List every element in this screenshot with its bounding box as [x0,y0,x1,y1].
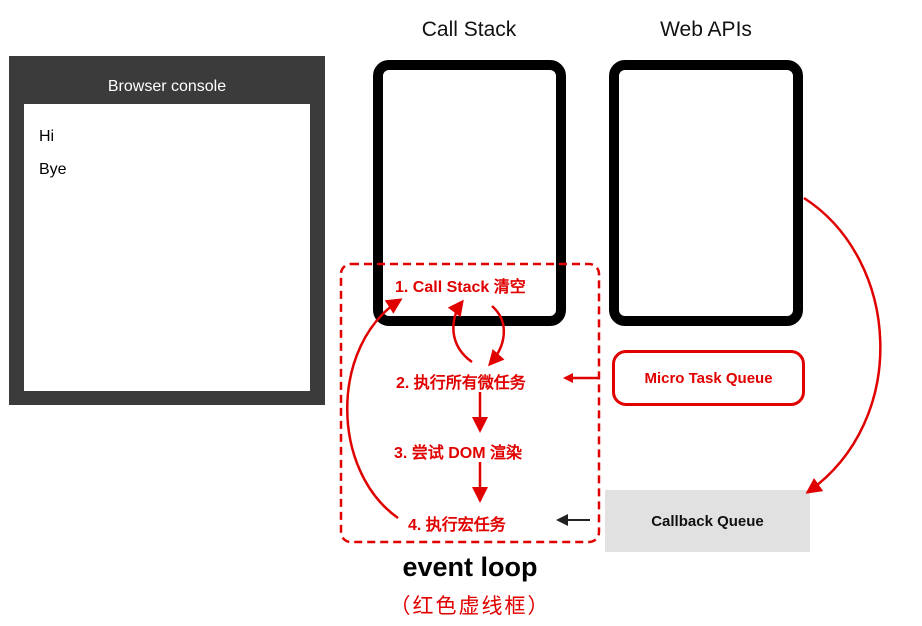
console-line: Bye [39,161,67,178]
console-title: Browser console [107,78,227,95]
arrow-webapis-to-callback [803,196,882,494]
event-loop-title: event loop [402,552,538,582]
console-output: Hi Bye [24,104,310,391]
call-stack-panel [373,60,566,326]
console-line: Hi [39,128,55,145]
arrow-step1-to-step2 [488,305,506,367]
event-loop-frame [339,262,601,544]
step-4-label: 4. 执行宏任务 [408,517,506,534]
step-1-label: 1. Call Stack 清空 [395,279,526,296]
web-apis-panel [609,60,803,326]
event-loop-subtitle: （红色虚线框） [389,595,551,618]
arrow-step4-to-step1 [346,298,403,520]
step-2-label: 2. 执行所有微任务 [396,375,526,392]
step-3-label: 3. 尝试 DOM 渲染 [394,445,523,462]
callback-queue: Callback Queue [605,490,810,552]
web-apis-title: Web APIs [660,18,752,41]
micro-task-queue: Micro Task Queue [612,350,805,406]
call-stack-title: Call Stack [421,18,517,41]
arrow-step2-to-step1 [447,299,473,364]
browser-console: Browser console Hi Bye [9,56,325,405]
